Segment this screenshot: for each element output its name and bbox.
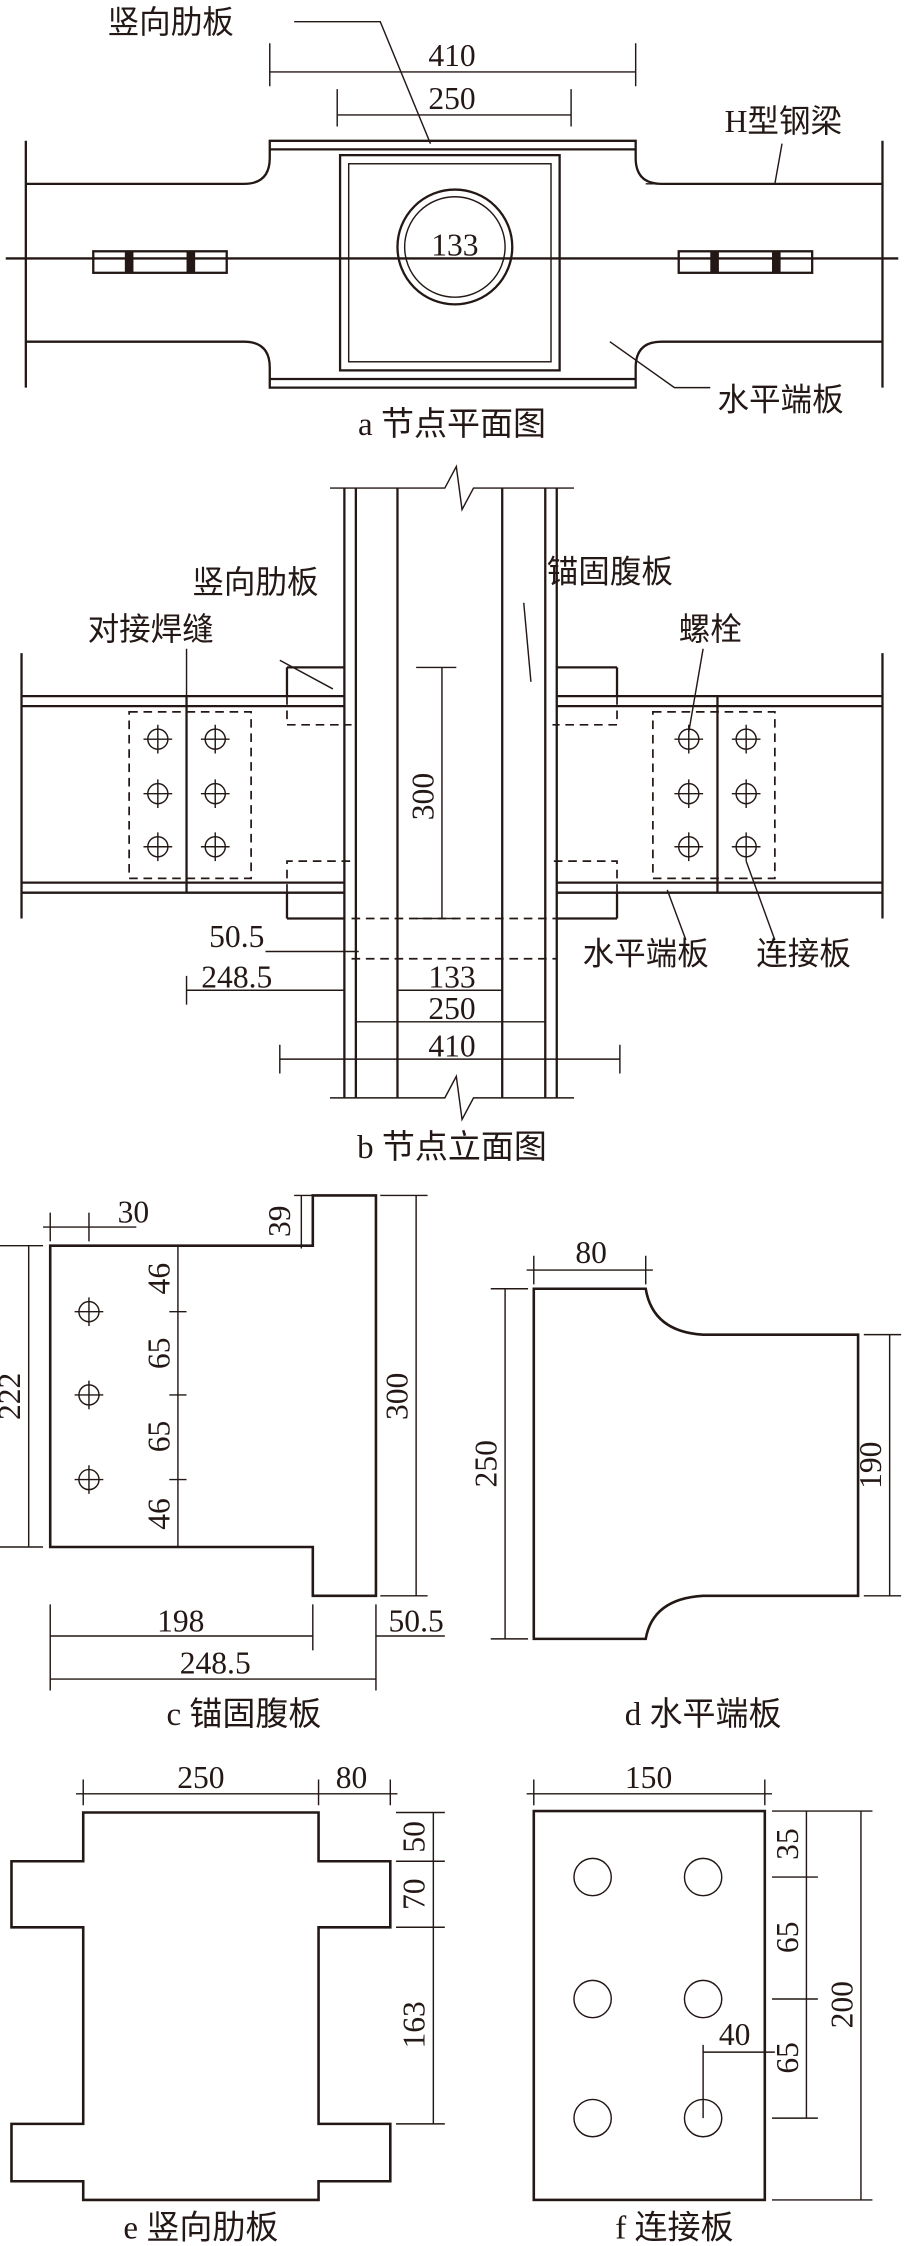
panel-b-elevation: 竖向肋板 对接焊缝 锚固腹板 螺栓 水平端板 连接板 300 50.5 248.… <box>20 464 884 1166</box>
dim-65-f-b: 65 <box>770 2042 805 2074</box>
dim-198: 198 <box>157 1604 204 1639</box>
dim-46-top: 46 <box>141 1263 176 1295</box>
dim-65-a: 65 <box>141 1338 176 1370</box>
dim-300-c: 300 <box>380 1373 415 1420</box>
dim-65-b: 65 <box>141 1421 176 1453</box>
dim-70: 70 <box>397 1878 432 1910</box>
dim-250: 250 <box>428 81 475 116</box>
dim-35: 35 <box>770 1828 805 1860</box>
dim-250-b: 250 <box>428 991 475 1026</box>
dim-80-d: 80 <box>575 1235 607 1270</box>
dim-200: 200 <box>824 1981 859 2028</box>
dim-248-5-b: 248.5 <box>201 959 272 994</box>
caption-b: b 节点立面图 <box>357 1129 547 1166</box>
caption-a: a 节点平面图 <box>358 407 546 443</box>
dim-50-5-c: 50.5 <box>389 1604 444 1639</box>
panel-a-plan: 竖向肋板 410 250 133 H型钢梁 水平端板 a 节点平面图 <box>5 5 899 443</box>
dim-39: 39 <box>262 1206 297 1238</box>
label-rib-b: 竖向肋板 <box>192 565 318 600</box>
dim-30: 30 <box>118 1195 150 1230</box>
dim-50: 50 <box>397 1821 432 1853</box>
label-weld: 对接焊缝 <box>88 612 214 647</box>
label-end-plate: 水平端板 <box>717 383 843 418</box>
label-bolt: 螺栓 <box>679 612 742 647</box>
dim-250-e: 250 <box>177 1760 224 1795</box>
caption-e: e 竖向肋板 <box>123 2210 278 2246</box>
dim-410: 410 <box>428 38 475 73</box>
panel-d-end-plate: 80 250 190 d 水平端板 <box>468 1235 902 1733</box>
dim-222: 222 <box>0 1373 27 1420</box>
dim-250-d: 250 <box>468 1440 503 1487</box>
caption-d: d 水平端板 <box>625 1696 782 1733</box>
dim-65-f-a: 65 <box>770 1922 805 1954</box>
caption-f: f 连接板 <box>615 2210 733 2246</box>
dim-248-5-c: 248.5 <box>180 1645 251 1680</box>
dim-40: 40 <box>719 2017 751 2052</box>
dim-133: 133 <box>431 228 478 263</box>
dim-80-e: 80 <box>336 1760 368 1795</box>
caption-c: c 锚固腹板 <box>166 1696 321 1733</box>
panel-c-anchor-web: 30 39 46 65 65 46 222 300 198 50.5 248.5… <box>0 1194 445 1733</box>
label-rib: 竖向肋板 <box>108 5 234 40</box>
label-beam: H型钢梁 <box>725 104 842 139</box>
dim-300-b: 300 <box>405 773 440 820</box>
label-web: 锚固腹板 <box>547 555 673 590</box>
dim-410-b: 410 <box>428 1028 475 1063</box>
dim-50-5-b: 50.5 <box>209 919 264 954</box>
dim-163: 163 <box>397 2001 432 2048</box>
panel-e-vertical-rib: 250 80 50 70 163 e 竖向肋板 <box>10 1760 445 2246</box>
dim-150: 150 <box>625 1760 672 1795</box>
dim-190: 190 <box>853 1442 888 1489</box>
panel-f-connection-plate: 150 35 65 65 200 40 f 连接板 <box>526 1760 873 2246</box>
label-conn: 连接板 <box>756 936 851 971</box>
label-end-plate-b: 水平端板 <box>583 936 709 971</box>
dim-133-b: 133 <box>428 959 475 994</box>
dim-46-bottom: 46 <box>141 1498 176 1530</box>
